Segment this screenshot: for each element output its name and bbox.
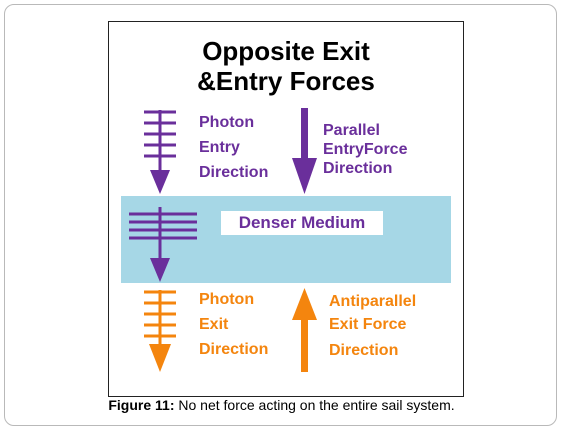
- photon-entry-label-3: Direction: [199, 164, 269, 181]
- parallel-force-label-3: Direction: [323, 160, 393, 177]
- antiparallel-force-label-3: Direction: [329, 342, 399, 359]
- photon-entry-arrow-icon: [144, 110, 176, 194]
- parallel-force-arrow-icon: [292, 108, 317, 194]
- figure-caption-label: Figure 11:: [108, 397, 175, 413]
- parallel-force-label-2: EntryForce: [323, 141, 408, 158]
- photon-medium-arrow-icon: [129, 207, 197, 282]
- photon-exit-label-3: Direction: [199, 341, 269, 358]
- photon-entry-label-2: Entry: [199, 139, 240, 156]
- parallel-force-label-1: Parallel: [323, 122, 380, 139]
- antiparallel-force-label-2: Exit Force: [329, 316, 407, 333]
- antiparallel-force-arrow-icon: [292, 288, 317, 372]
- photon-exit-label-2: Exit: [199, 316, 229, 333]
- diagram-title-line2: &Entry Forces: [197, 66, 375, 96]
- figure-frame: Opposite Exit &Entry Forces Denser Mediu…: [4, 4, 557, 426]
- antiparallel-force-label-1: Antiparallel: [329, 293, 417, 310]
- figure-caption-text: No net force acting on the entire sail s…: [174, 397, 455, 413]
- photon-exit-label-1: Photon: [199, 291, 255, 308]
- photon-exit-arrow-icon: [144, 290, 176, 372]
- diagram-title-line1: Opposite Exit: [202, 36, 370, 66]
- diagram-panel: Opposite Exit &Entry Forces Denser Mediu…: [108, 21, 464, 397]
- denser-medium-label: Denser Medium: [221, 211, 383, 235]
- figure-caption: Figure 11: No net force acting on the en…: [0, 397, 563, 413]
- photon-entry-label-1: Photon: [199, 114, 255, 131]
- diagram-arrows: [129, 108, 317, 372]
